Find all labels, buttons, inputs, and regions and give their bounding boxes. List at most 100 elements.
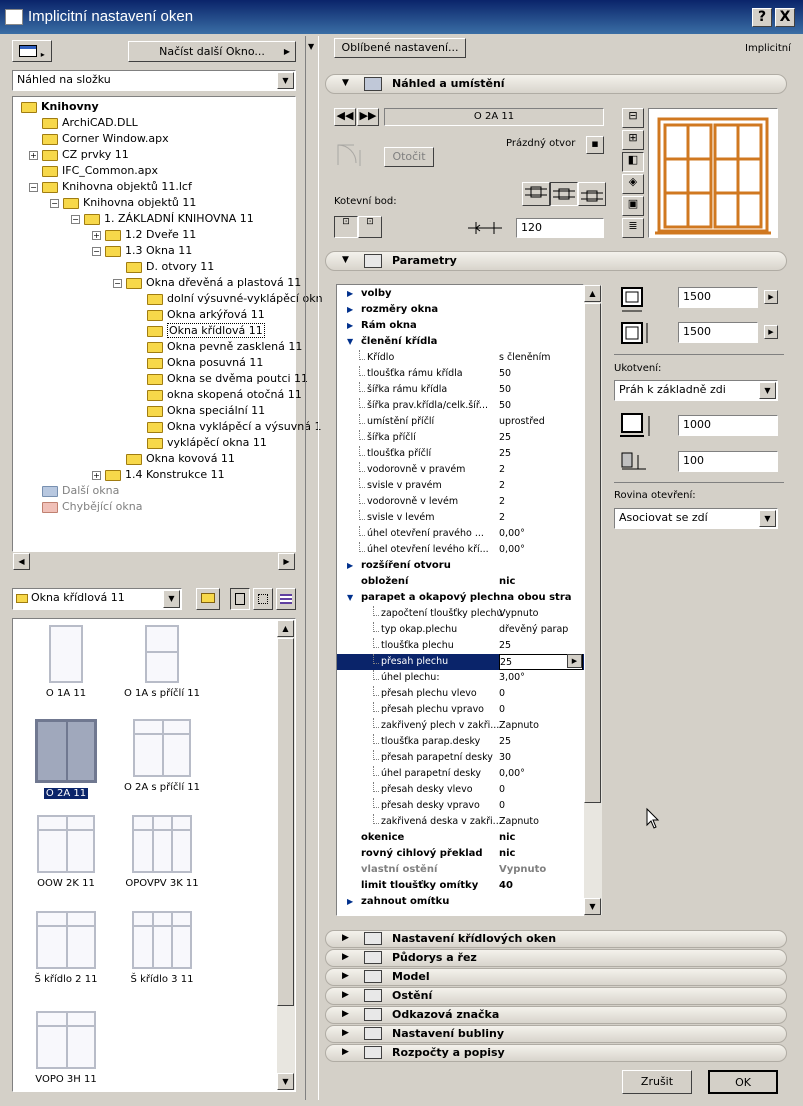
section-collapsed[interactable]: ▶Ostění (325, 987, 787, 1005)
3d-view-button[interactable]: ◈ (622, 174, 644, 194)
expand-icon[interactable]: ▶ (347, 561, 354, 570)
floor-plan-view-button[interactable]: ⊟ (622, 108, 644, 128)
height-link-button[interactable]: ▶ (764, 325, 778, 339)
reveal-input[interactable]: 100 (678, 451, 778, 472)
tree-item[interactable]: Knihovny (21, 99, 99, 115)
tree-hscroll[interactable]: ◀ ▶ (13, 552, 295, 571)
view-mode-button[interactable]: ▸ (12, 40, 52, 62)
tree-item[interactable]: Okna kovová 11 (126, 451, 235, 467)
parameter-row[interactable]: ▼parapet a okapový plechna obou stra (337, 590, 585, 606)
favorites-button[interactable]: Oblíbené nastavení... (334, 38, 466, 58)
anchor-value-input[interactable]: 120 (516, 218, 604, 238)
tree-item[interactable]: 1.4 Konstrukce 11 (105, 467, 225, 483)
anchor-point-buttons[interactable]: ⊡ ⊡ (334, 216, 382, 238)
parameter-row[interactable]: ▼členění křídla (337, 334, 585, 350)
panel-divider[interactable]: ▼ (305, 36, 319, 1100)
width-input[interactable]: 1500 (678, 287, 758, 308)
next-item-button[interactable]: ▶▶ (357, 108, 379, 126)
section-collapsed[interactable]: ▶Půdorys a řez (325, 949, 787, 967)
tree-item[interactable]: Okna speciální 11 (147, 403, 265, 419)
window-thumbnail[interactable]: OOW 2K 11 (21, 815, 111, 889)
tree-item[interactable]: Okna se dvěma poutci 11 (147, 371, 308, 387)
scroll-up-icon[interactable]: ▲ (584, 285, 601, 302)
tree-item[interactable]: 1.2 Dveře 11 (105, 227, 196, 243)
parameter-row[interactable]: úhel otevření levého kří...0,00° (337, 542, 585, 558)
ok-button[interactable]: OK (708, 1070, 778, 1094)
collapse-icon[interactable]: − (113, 279, 122, 288)
expand-icon[interactable]: ▶ (347, 897, 354, 906)
tree-item[interactable]: Okna posuvná 11 (147, 355, 263, 371)
tree-item[interactable]: Okna vyklápěcí a výsuvná 1 (147, 419, 321, 435)
parameter-row[interactable]: zakřivená deska v zakři...Zapnuto (337, 814, 585, 830)
scroll-down-icon[interactable]: ▼ (584, 898, 601, 915)
collapse-icon[interactable]: ▼ (347, 593, 354, 602)
parameter-value[interactable]: 25 (499, 654, 583, 670)
window-thumbnail[interactable]: Š křídlo 3 11 (117, 911, 207, 985)
window-thumbnail[interactable]: O 2A 11 (21, 719, 111, 799)
section-preview[interactable]: ▼ Náhled a umístění (325, 74, 787, 94)
anchoring-combo[interactable]: Práh k základně zdi▼ (614, 380, 778, 401)
scroll-thumb[interactable] (584, 303, 601, 803)
thumbs-vscroll[interactable]: ▲ ▼ (277, 620, 295, 1090)
tree-item[interactable]: 1. ZÁKLADNÍ KNIHOVNA 11 (84, 211, 254, 227)
window-thumbnail[interactable]: OPOVPV 3K 11 (117, 815, 207, 889)
tree-item[interactable]: CZ prvky 11 (42, 147, 129, 163)
empty-opening-checkbox[interactable]: ▪ (586, 136, 604, 154)
parameter-row[interactable]: ▶zahnout omítku (337, 894, 585, 910)
anchor-left-button[interactable]: ⊡ (334, 216, 358, 238)
wall-inside-button[interactable] (522, 182, 550, 206)
expand-icon[interactable]: + (92, 471, 101, 480)
close-button[interactable]: X (775, 8, 795, 27)
list-view-button[interactable]: ≣ (622, 218, 644, 238)
tree-item[interactable]: Knihovna objektů 11 (63, 195, 196, 211)
tree-item[interactable]: 1.3 Okna 11 (105, 243, 192, 259)
tree-item[interactable]: Další okna (42, 483, 119, 499)
section-collapsed[interactable]: ▶Rozpočty a popisy (325, 1044, 787, 1062)
collapse-icon[interactable]: − (29, 183, 38, 192)
tree-item[interactable]: okna skopená otočná 11 (147, 387, 302, 403)
expand-icon[interactable]: + (29, 151, 38, 160)
parameter-row[interactable]: ▶rozšíření otvoru (337, 558, 585, 574)
parameter-row[interactable]: ▶rozměry okna (337, 302, 585, 318)
height-input[interactable]: 1500 (678, 322, 758, 343)
parameter-row[interactable]: šířka prav.křídla/celk.šíř...50 (337, 398, 585, 414)
collapse-icon[interactable]: ▼ (347, 337, 354, 346)
expand-icon[interactable]: ▶ (347, 289, 354, 298)
parameter-row[interactable]: zakřivený plech v zakři...Zapnuto (337, 718, 585, 734)
tree-item[interactable]: ArchiCAD.DLL (42, 115, 138, 131)
tree-item[interactable]: Okna pevně zasklená 11 (147, 339, 302, 355)
scroll-down-icon[interactable]: ▼ (277, 1073, 294, 1090)
section-parameters[interactable]: ▼ Parametry (325, 251, 787, 271)
tree-item[interactable]: IFC_Common.apx (42, 163, 158, 179)
tree-item[interactable]: vyklápěcí okna 11 (147, 435, 267, 451)
folder-combo[interactable]: Okna křídlová 11 ▼ (12, 588, 182, 610)
section-collapsed[interactable]: ▶Nastavení křídlových oken (325, 930, 787, 948)
wall-center-button[interactable] (550, 182, 578, 206)
parameter-row[interactable]: ▶Rám okna (337, 318, 585, 334)
cancel-button[interactable]: Zrušit (622, 1070, 692, 1094)
window-thumbnail[interactable]: VOPO 3H 11 (21, 1011, 111, 1085)
parameters-list[interactable]: ▶volby▶rozměry okna▶Rám okna▼členění kří… (336, 284, 585, 916)
expand-icon[interactable]: ▶ (347, 305, 354, 314)
parameter-row[interactable]: úhel plechu:3,00° (337, 670, 585, 686)
large-icons-button[interactable] (230, 588, 250, 610)
